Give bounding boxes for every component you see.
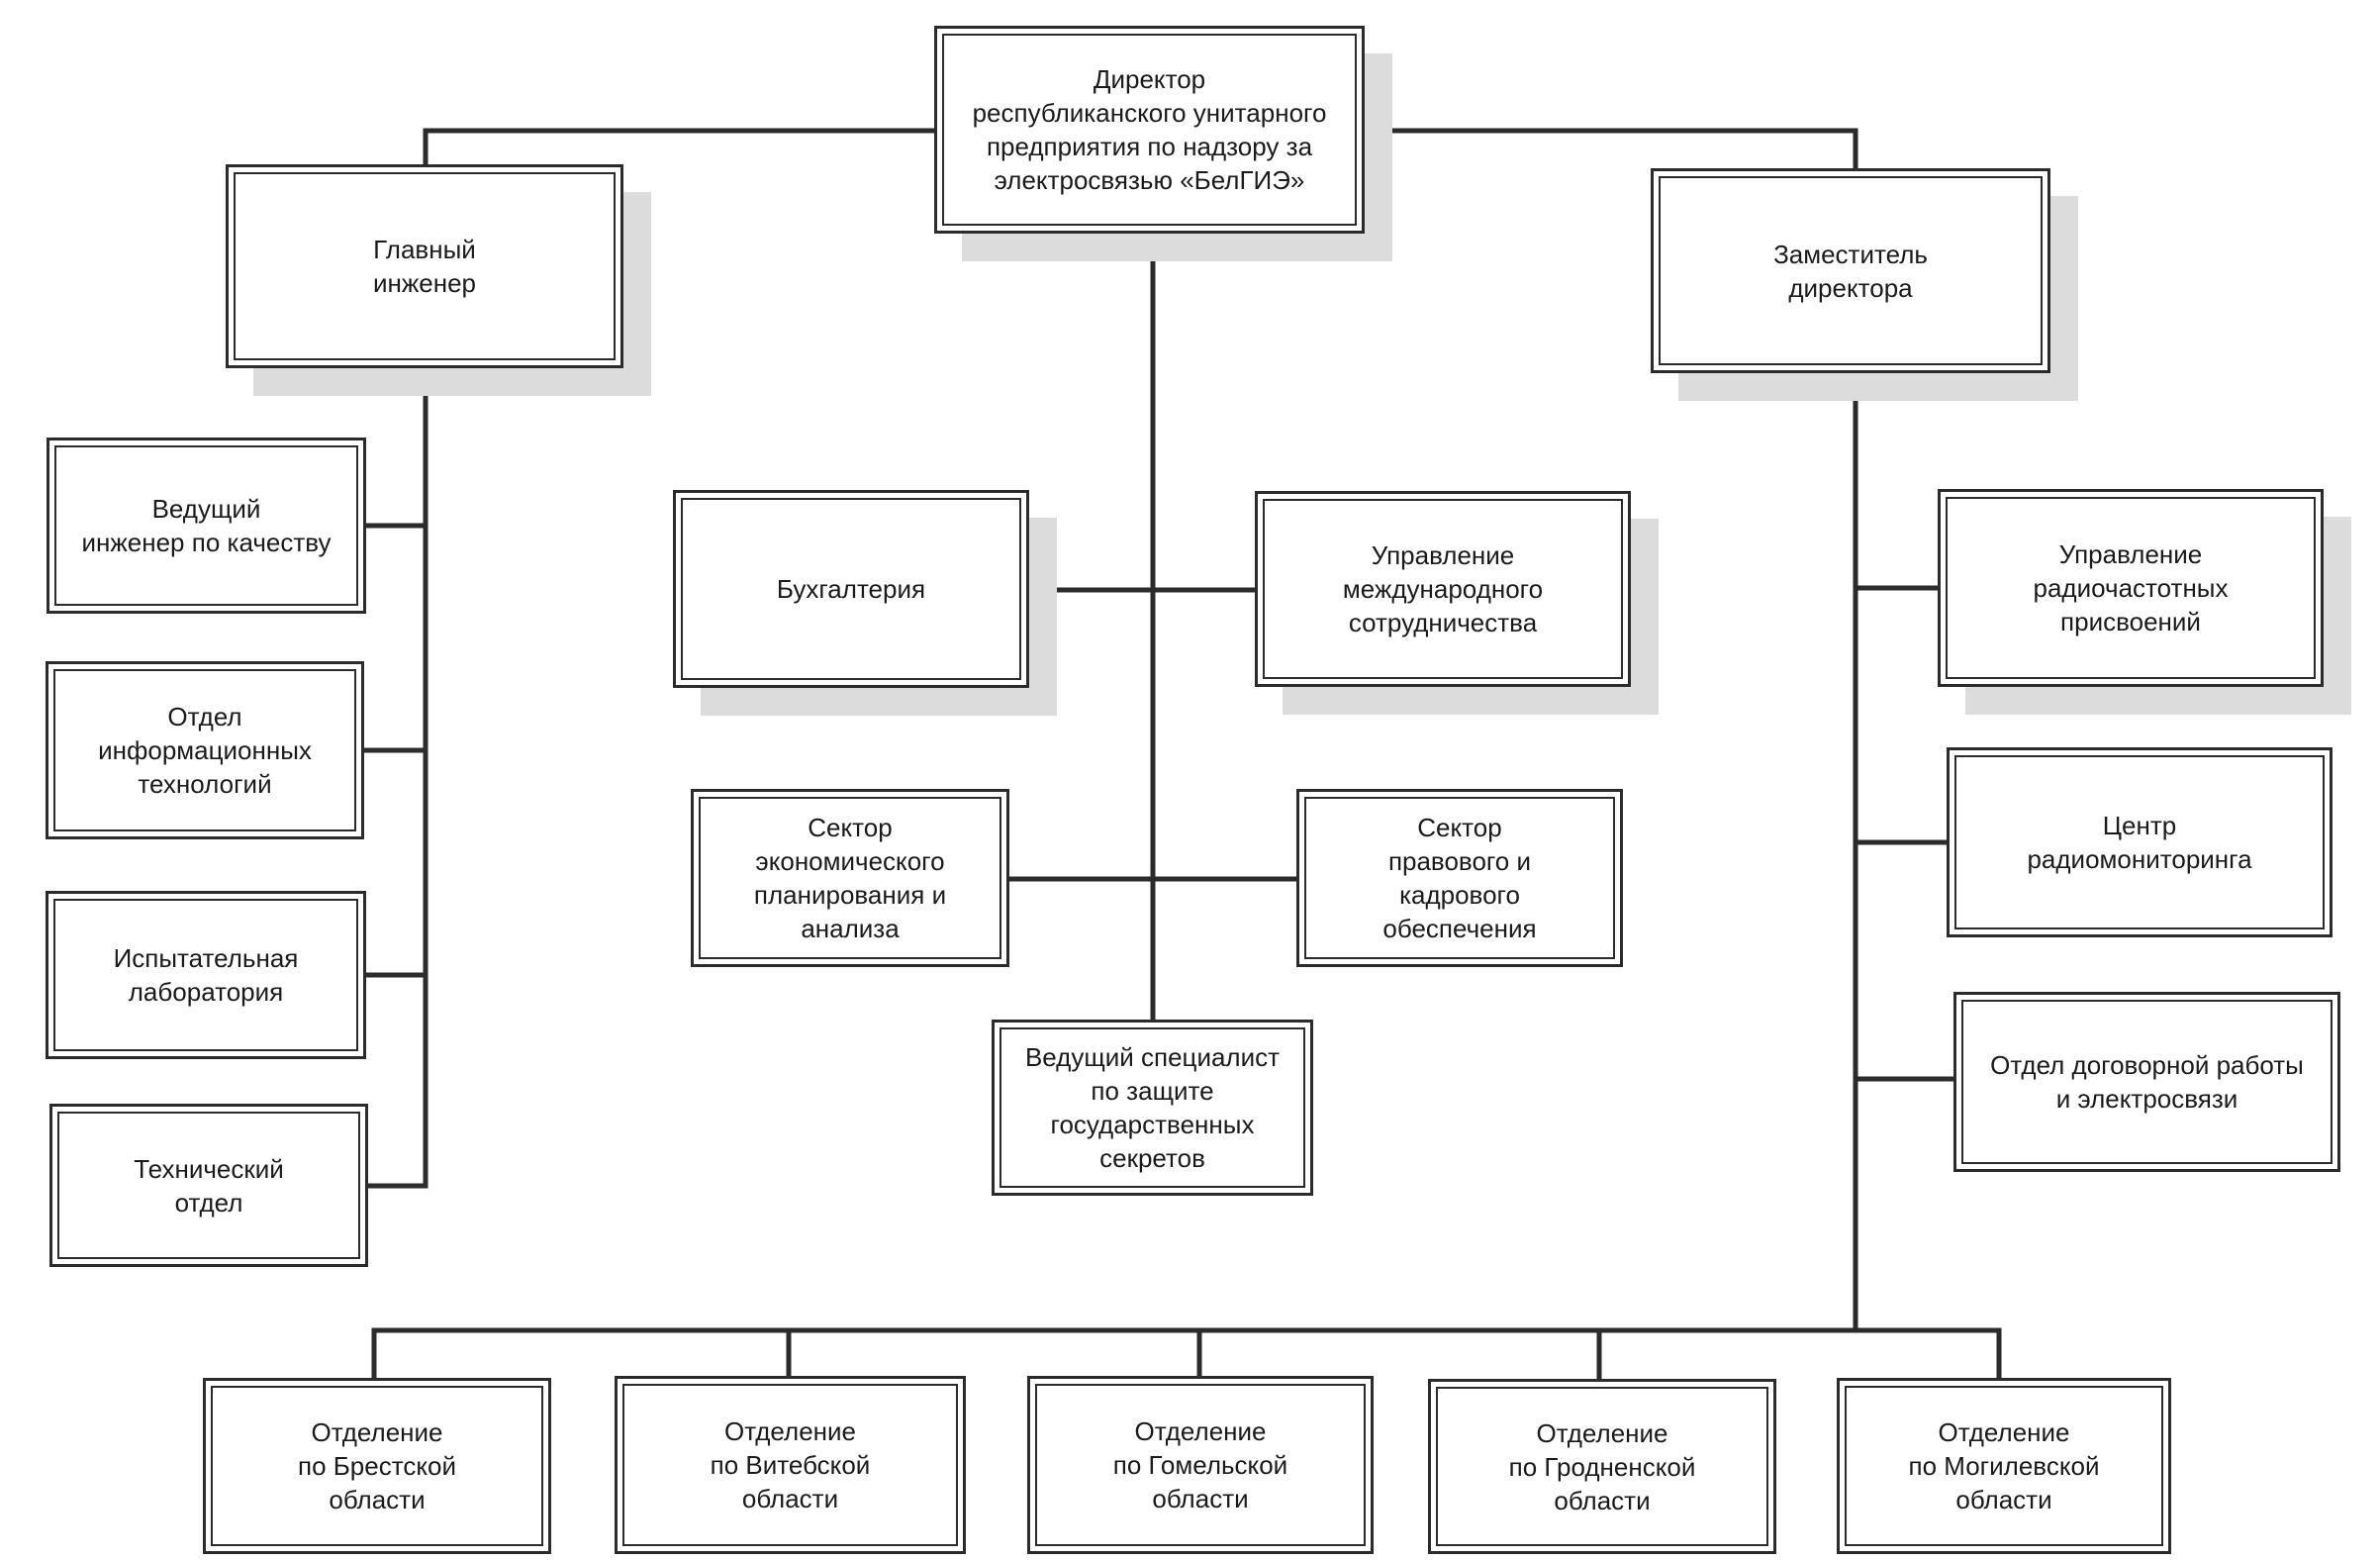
brest-branch-box: Отделение по Брестской области — [203, 1378, 551, 1554]
it-department-label: Отдел информационных технологий — [98, 702, 312, 799]
test-lab-box: Испытательная лаборатория — [46, 891, 366, 1059]
economic-planning-label: Сектор экономического планирования и ана… — [753, 813, 947, 943]
legal-hr-label: Сектор правового и кадрового обеспечения — [1382, 813, 1537, 943]
director-label: Директор республиканского унитарного пре… — [972, 64, 1327, 195]
connector-director-deputy — [1363, 128, 1858, 173]
quality-engineer-label: Ведущий инженер по качеству — [81, 494, 332, 557]
deputy-director-label: Заместитель директора — [1773, 239, 1928, 303]
brest-branch-label: Отделение по Брестской области — [297, 1417, 456, 1514]
international-cooperation-label: Управление международного сотрудничества — [1342, 540, 1544, 637]
accounting-label: Бухгалтерия — [776, 574, 926, 604]
deputy-director-box: Заместитель директора — [1651, 168, 2050, 373]
technical-department-label: Технический отдел — [134, 1153, 284, 1218]
test-lab-label: Испытательная лаборатория — [113, 943, 299, 1007]
legal-hr-box: Сектор правового и кадрового обеспечения — [1296, 789, 1623, 967]
gomel-branch-box: Отделение по Гомельской области — [1027, 1376, 1374, 1554]
mogilev-branch-label: Отделение по Могилевской области — [1908, 1417, 2100, 1514]
technical-department-box: Технический отдел — [49, 1104, 368, 1267]
chief-engineer-box: Главный инженер — [226, 164, 623, 368]
connector-director-chief-engineer — [423, 128, 943, 169]
vitebsk-branch-label: Отделение по Витебской области — [710, 1416, 871, 1513]
contract-work-department-label: Отдел договорной работы и электросвязи — [1990, 1050, 2304, 1114]
economic-planning-box: Сектор экономического планирования и ана… — [691, 789, 1009, 967]
grodno-branch-label: Отделение по Гродненской области — [1508, 1417, 1696, 1515]
it-department-box: Отдел информационных технологий — [46, 661, 364, 839]
radio-monitoring-center-label: Центр радиомониторинга — [2027, 811, 2252, 874]
vitebsk-branch-box: Отделение по Витебской области — [615, 1376, 966, 1554]
gomel-branch-label: Отделение по Гомельской области — [1112, 1416, 1288, 1513]
chief-engineer-label: Главный инженер — [372, 235, 476, 298]
radio-monitoring-center-box: Центр радиомониторинга — [1947, 747, 2332, 937]
director-box: Директор республиканского унитарного пре… — [934, 26, 1365, 234]
radio-frequency-assignments-box: Управление радиочастотных присвоений — [1938, 489, 2324, 687]
quality-engineer-box: Ведущий инженер по качеству — [47, 438, 366, 614]
accounting-box: Бухгалтерия — [673, 490, 1029, 688]
contract-work-department-box: Отдел договорной работы и электросвязи — [1953, 992, 2340, 1172]
grodno-branch-box: Отделение по Гродненской области — [1428, 1379, 1776, 1554]
international-cooperation-box: Управление международного сотрудничества — [1255, 491, 1631, 687]
mogilev-branch-box: Отделение по Могилевской области — [1837, 1378, 2171, 1554]
radio-frequency-assignments-label: Управление радиочастотных присвоений — [2033, 539, 2229, 636]
state-secrets-specialist-label: Ведущий специалист по защите государстве… — [1024, 1042, 1281, 1173]
state-secrets-specialist-box: Ведущий специалист по защите государстве… — [992, 1020, 1313, 1196]
